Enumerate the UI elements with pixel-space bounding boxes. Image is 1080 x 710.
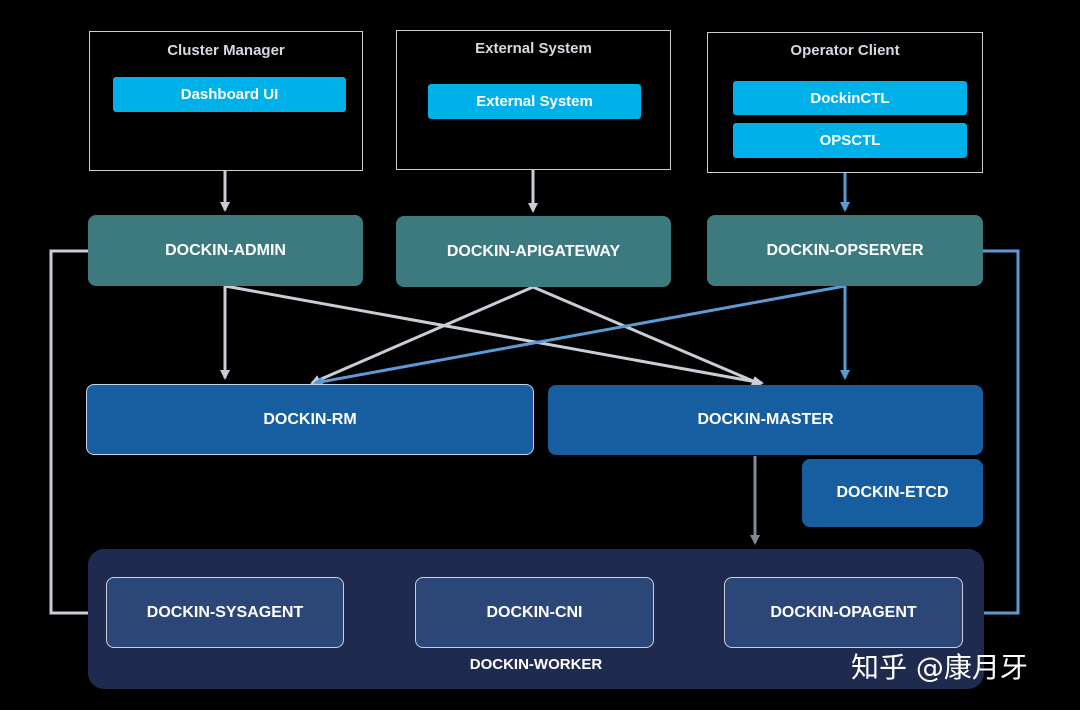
dockin-cni-node[interactable]: DOCKIN-CNI [415,577,654,648]
dockin-rm-node[interactable]: DOCKIN-RM [86,384,534,455]
dashboard-ui-button[interactable]: Dashboard UI [113,77,346,112]
operator-client-title: Operator Client [790,42,900,59]
watermark-text: 知乎 @康月牙 [851,651,1028,684]
cluster-manager-title: Cluster Manager [167,42,285,59]
dockin-worker-area: DOCKIN-SYSAGENT DOCKIN-CNI DOCKIN-OPAGEN… [88,549,984,689]
dockin-master-node[interactable]: DOCKIN-MASTER [548,385,983,455]
arrow-admin-to-sysagent [49,249,102,618]
dockin-sysagent-node[interactable]: DOCKIN-SYSAGENT [106,577,344,648]
dockin-etcd-node[interactable]: DOCKIN-ETCD [802,459,983,527]
dockin-opserver-node[interactable]: DOCKIN-OPSERVER [707,215,983,286]
arrow-opserver-to-rm [313,284,846,387]
external-system-button[interactable]: External System [428,84,641,119]
dockin-admin-node[interactable]: DOCKIN-ADMIN [88,215,363,286]
dockinctl-button[interactable]: DockinCTL [733,81,967,115]
arrow-opserver-to-opagent [968,249,1020,618]
cluster-manager-box: Cluster Manager Dashboard UI [89,31,363,171]
external-system-box: External System External System [396,30,671,170]
dockin-opagent-node[interactable]: DOCKIN-OPAGENT [724,577,963,648]
external-system-title: External System [475,40,592,57]
operator-client-box: Operator Client DockinCTL OPSCTL [707,32,983,173]
arrow-admin-to-master [224,284,764,387]
opsctl-button[interactable]: OPSCTL [733,123,967,158]
arrow-apigateway-to-rm [310,285,534,385]
arrow-apigateway-to-master [532,285,762,386]
dockin-apigateway-node[interactable]: DOCKIN-APIGATEWAY [396,216,671,287]
dockin-worker-label: DOCKIN-WORKER [469,656,603,673]
